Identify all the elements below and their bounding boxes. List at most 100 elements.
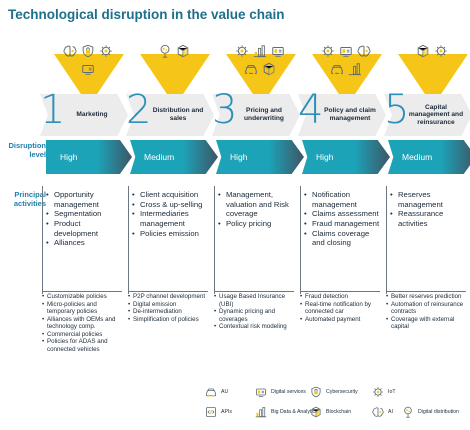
detail-item: Micro-policies and temporary policies: [42, 301, 124, 316]
legend-item-digital-distribution: Digital distribution: [402, 406, 459, 418]
stage-number: 1: [40, 87, 66, 133]
detail-item: Digital emission: [128, 301, 210, 309]
legend-label: AU: [221, 389, 229, 395]
activity-item: Product development: [46, 219, 124, 238]
legend: AU Digital services Cybersecurity IoT APIs Bi…: [205, 386, 467, 426]
iot-icon: [434, 44, 448, 58]
stage-icons: [56, 44, 120, 76]
disruption-level: High: [230, 152, 248, 162]
column-divider: [42, 186, 43, 294]
disruption-band-3: High: [216, 140, 304, 174]
stage-label: Marketing: [76, 111, 108, 119]
detail-item: Usage Based Insurance (UBI): [214, 293, 296, 308]
detail-item: Real-time notification by connected car: [300, 301, 382, 316]
legend-label: Blockchain: [326, 409, 352, 415]
digital-distribution-icon: [158, 44, 172, 58]
stage-chevron: [126, 94, 214, 136]
ai-icon: [357, 44, 371, 58]
details-list: P2P channel developmentDigital emissionD…: [128, 293, 210, 323]
activities-column-5: Reserves managementReassurance activitie…: [390, 190, 468, 229]
activity-item: Client acquisition: [132, 190, 210, 200]
ai-icon: [372, 406, 384, 418]
activities-list: Notification managementClaims assessment…: [304, 190, 382, 248]
blockchain-icon: [310, 406, 322, 418]
activity-item: Opportunity management: [46, 190, 124, 209]
details-list: Better reserves predictionAutomation of …: [386, 293, 468, 331]
details-list: Fraud detectionReal-time notification by…: [300, 293, 382, 323]
legend-item-au: AU: [205, 386, 228, 398]
details-column-4: Fraud detectionReal-time notification by…: [300, 293, 382, 323]
activity-item: Claims coverage and closing: [304, 229, 382, 248]
detail-item: P2P channel development: [128, 293, 210, 301]
band-chevron: [388, 140, 470, 174]
legend-label: Cybersecurity: [326, 389, 358, 395]
details-column-5: Better reserves predictionAutomation of …: [386, 293, 468, 331]
activities-column-2: Client acquisitionCross & up-sellingInte…: [132, 190, 210, 238]
blockchain-icon: [416, 44, 430, 58]
legend-label: IoT: [388, 389, 396, 395]
cybersecurity-icon: [81, 44, 95, 58]
disruption-band-5: Medium: [388, 140, 470, 174]
au-icon: [330, 62, 344, 76]
digital-services-icon: [81, 62, 95, 76]
stage-icons: [142, 44, 206, 58]
apis-icon: [205, 406, 217, 418]
detail-item: Alliances with OEMs and technology comp.: [42, 316, 124, 331]
stage-chevron: [298, 94, 386, 136]
legend-item-digital-services: Digital services: [255, 386, 306, 398]
details-column-1: Customizable policiesMicro-policies and …: [42, 293, 124, 354]
details-column-2: P2P channel developmentDigital emissionD…: [128, 293, 210, 323]
detail-divider: [300, 291, 380, 292]
digital-services-icon: [339, 44, 353, 58]
detail-item: Policies for ADAS and connected vehicles: [42, 338, 124, 353]
disruption-level: High: [316, 152, 334, 162]
digital-distribution-icon: [402, 406, 414, 418]
stage-number: 3: [212, 87, 238, 133]
activity-item: Policies emission: [132, 229, 210, 239]
stage-label: Policy and claim management: [324, 107, 376, 122]
activity-item: Intermediaries management: [132, 209, 210, 228]
activity-item: Management, valuation and Risk coverage: [218, 190, 296, 219]
legend-item-big-data: Big Data & Analytics: [255, 406, 318, 418]
legend-item-apis: APIs: [205, 406, 232, 418]
activity-item: Segmentation: [46, 209, 124, 219]
au-icon: [205, 386, 217, 398]
big-data-icon: [255, 406, 267, 418]
stage-chevron: [40, 94, 128, 136]
legend-label: AI: [388, 409, 393, 415]
legend-item-ai: AI: [372, 406, 393, 418]
legend-label: Digital distribution: [418, 409, 459, 415]
stage-number: 2: [126, 87, 152, 133]
stage-number: 4: [298, 87, 324, 133]
activities-list: Opportunity managementSegmentationProduc…: [46, 190, 124, 248]
stage-number: 5: [384, 87, 410, 133]
band-chevron: [130, 140, 218, 174]
activities-column-4: Notification managementClaims assessment…: [304, 190, 382, 248]
stage-chevron: [212, 94, 300, 136]
detail-item: Fraud detection: [300, 293, 382, 301]
detail-item: De-intermediation: [128, 308, 210, 316]
activity-item: Cross & up-selling: [132, 200, 210, 210]
details-list: Usage Based Insurance (UBI)Dynamic prici…: [214, 293, 296, 331]
detail-item: Commercial policies: [42, 331, 124, 339]
digital-services-icon: [255, 386, 267, 398]
detail-divider: [128, 291, 208, 292]
legend-label: Digital services: [271, 389, 306, 395]
disruption-level: Medium: [144, 152, 175, 162]
activities-column-1: Opportunity managementSegmentationProduc…: [46, 190, 124, 248]
column-divider: [214, 186, 215, 294]
band-chevron: [46, 140, 132, 174]
detail-divider: [42, 291, 122, 292]
detail-item: Coverage with external capital: [386, 316, 468, 331]
legend-item-blockchain: Blockchain: [310, 406, 351, 418]
legend-item-iot: IoT: [372, 386, 396, 398]
detail-divider: [214, 291, 294, 292]
detail-item: Contextual risk modeling: [214, 323, 296, 331]
stage-label: Distribution and sales: [152, 107, 204, 122]
column-divider: [128, 186, 129, 294]
disruption-band-2: Medium: [130, 140, 218, 174]
